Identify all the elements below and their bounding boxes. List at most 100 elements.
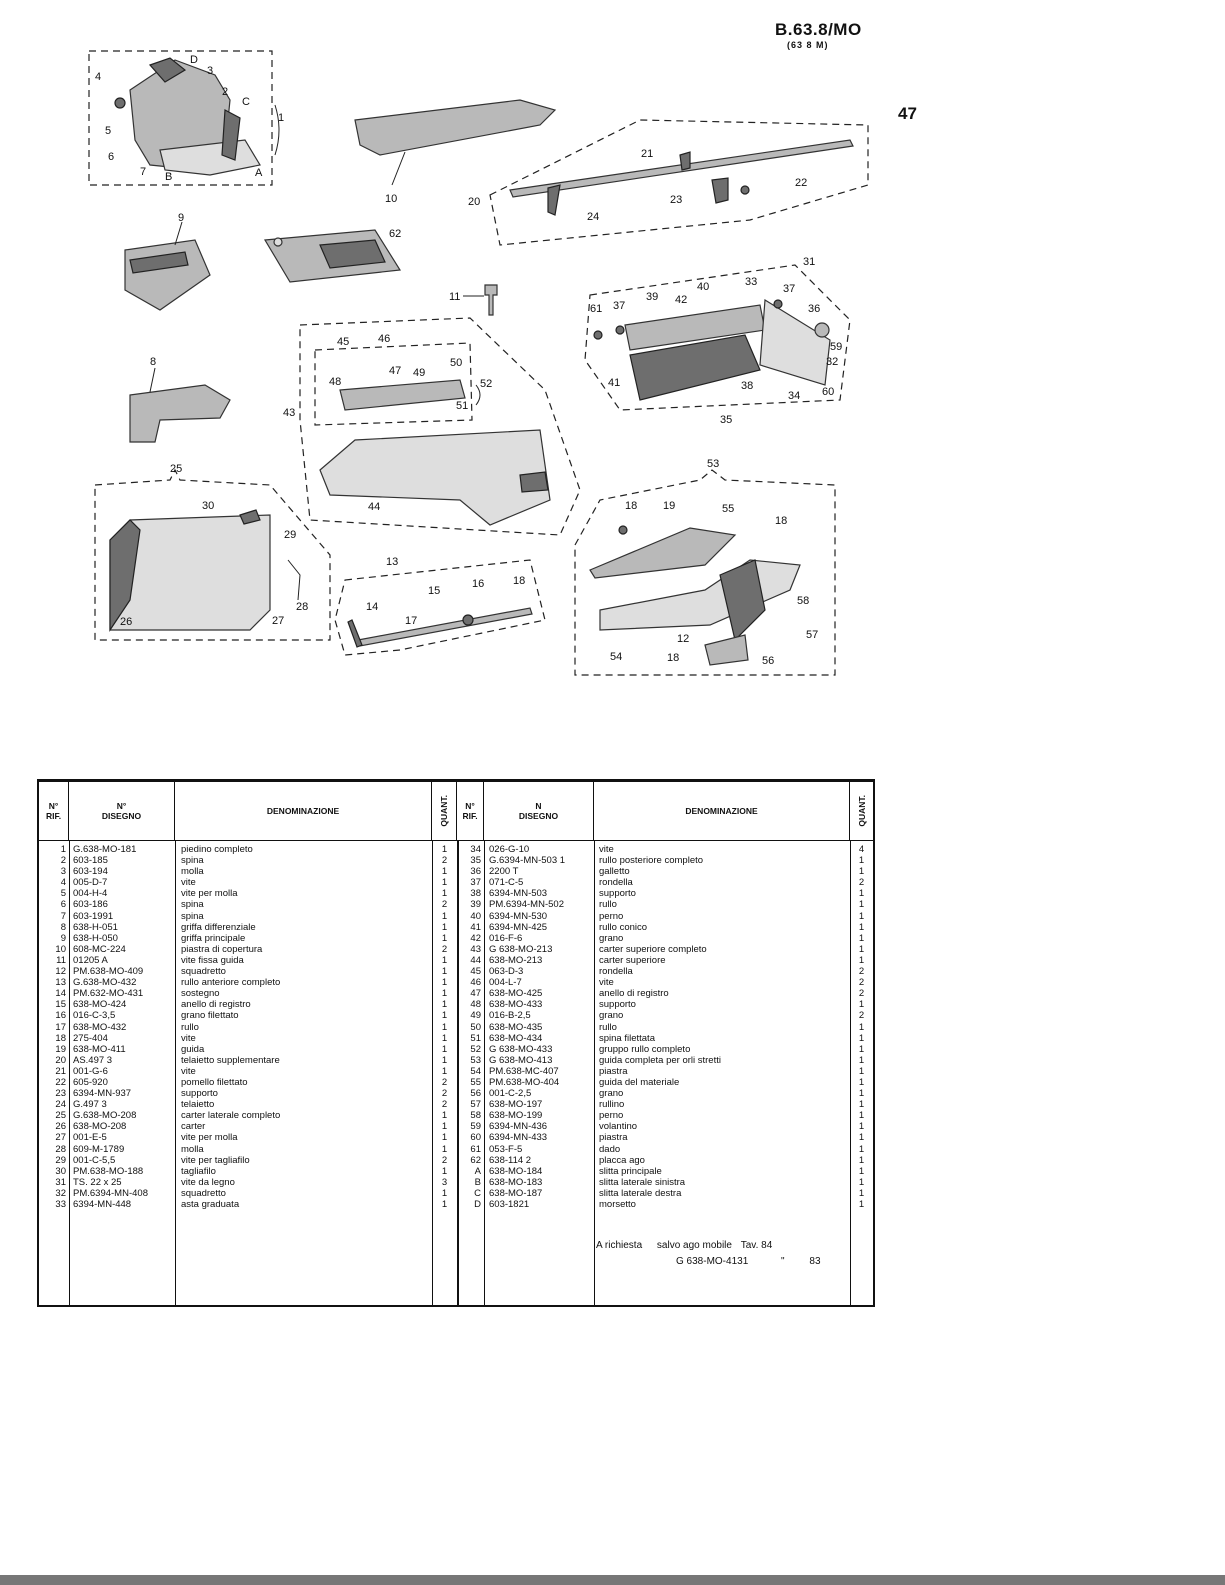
table-cell: 1 <box>858 921 865 933</box>
table-cell: 1 <box>858 1032 865 1044</box>
callout-label: 62 <box>389 228 401 240</box>
callout-label: 47 <box>389 365 401 377</box>
table-cell: PM.638-MO-404 <box>489 1076 560 1088</box>
table-cell: 1 <box>858 899 865 911</box>
table-cell: 1 <box>441 1187 448 1199</box>
table-cell: 13 <box>55 977 66 989</box>
table-cell: 638-MO-435 <box>489 1021 543 1033</box>
scan-edge <box>0 1575 1225 1585</box>
table-cell: spina filettata <box>599 1032 655 1044</box>
part-9-feed-dog <box>124 221 211 311</box>
table-cell: spina <box>181 855 204 867</box>
table-cell: vite <box>181 1065 196 1077</box>
callout-label: 28 <box>296 601 308 613</box>
header-disegno-2: N DISEGNO <box>484 782 594 840</box>
callout-label: 9 <box>178 212 184 224</box>
table-cell: grano <box>599 1010 624 1022</box>
table-cell: 638-MO-424 <box>73 999 127 1011</box>
header-disegno: N° DISEGNO <box>69 782 175 840</box>
table-cell: 1 <box>858 999 865 1011</box>
callout-label: 59 <box>830 341 842 353</box>
rod-group-20 <box>489 119 869 246</box>
table-cell: tagliafilo <box>181 1165 216 1177</box>
callout-label: 50 <box>450 357 462 369</box>
table-cell: 1 <box>60 844 66 855</box>
table-cell: 1 <box>858 855 865 867</box>
table-cell: rullo conico <box>599 921 648 933</box>
table-cell: 1 <box>441 866 448 878</box>
table-cell: 638-H-051 <box>73 921 118 933</box>
callout-label: 48 <box>329 376 341 388</box>
table-cell: 01205 A <box>73 954 108 966</box>
table-cell: 2 <box>858 966 865 978</box>
table-cell: 1 <box>441 921 448 933</box>
callout-label: 23 <box>670 194 682 206</box>
table-cell: 603-1821 <box>489 1199 530 1210</box>
table-cell: 53 <box>470 1054 481 1066</box>
callout-label: 37 <box>613 300 625 312</box>
callout-label: 55 <box>722 503 734 515</box>
table-cell: TS. 22 x 25 <box>73 1176 122 1188</box>
table-cell: 3 <box>441 1176 448 1188</box>
table-cell: 004-H-4 <box>73 888 108 900</box>
footnote-line-1: A richiesta salvo ago mobile Tav. 84 <box>596 1238 821 1254</box>
table-cell: G.638-MO-181 <box>73 844 137 855</box>
table-cell: PM.638-MO-409 <box>73 966 144 978</box>
callout-label: 2 <box>222 86 228 98</box>
parts-table: N° RIF. N° DISEGNO DENOMINAZIONE QUANT. … <box>37 779 875 1307</box>
table-cell: 1 <box>858 1121 865 1133</box>
table-cell: vite <box>181 877 196 889</box>
table-cell: 2 <box>441 1099 448 1111</box>
table-cell: piedino completo <box>181 844 253 855</box>
table-cell: 1 <box>441 1065 448 1077</box>
callout-label: 57 <box>806 629 818 641</box>
table-cell: 57 <box>470 1099 481 1111</box>
table-cell: 638-H-050 <box>73 932 118 944</box>
table-cell: 1 <box>441 1132 448 1144</box>
callout-label: 34 <box>788 390 800 402</box>
table-cell: G.497 3 <box>73 1099 107 1111</box>
table-cell: 6394-MN-448 <box>73 1199 132 1210</box>
footnote-note: salvo ago mobile <box>656 1240 732 1251</box>
table-cell: 638-MO-213 <box>489 954 543 966</box>
table-cell: 15 <box>55 999 66 1011</box>
table-cell: 7 <box>60 910 66 922</box>
table-cell: 1 <box>858 1099 865 1111</box>
callout-label: 61 <box>590 303 602 315</box>
table-cell: piastra <box>599 1132 628 1144</box>
table-cell: 1 <box>858 910 865 922</box>
callout-label: 43 <box>283 407 295 419</box>
table-cell: 6394-MN-436 <box>489 1121 548 1133</box>
part-62-needle-plate <box>263 229 402 283</box>
table-cell: 48 <box>470 999 481 1011</box>
callout-label: 49 <box>413 367 425 379</box>
table-cell: 1 <box>858 943 865 955</box>
callout-label: 58 <box>797 595 809 607</box>
table-cell: spina <box>181 899 204 911</box>
table-cell: 638-MO-183 <box>489 1176 543 1188</box>
table-cell: 2 <box>441 1088 448 1100</box>
table-cell: anello di registro <box>181 999 251 1011</box>
callout-label: 7 <box>140 166 146 178</box>
callout-label: 24 <box>587 211 599 223</box>
table-cell: 55 <box>470 1076 481 1088</box>
table-cell: 3 <box>60 866 66 878</box>
table-cell: G 638-MO-213 <box>489 943 553 955</box>
table-cell: 40 <box>470 910 481 922</box>
callout-label: 26 <box>120 616 132 628</box>
callout-label: 30 <box>202 500 214 512</box>
table-cell: 275-404 <box>73 1032 108 1044</box>
callout-label: 20 <box>468 196 480 208</box>
table-cell: 39 <box>470 899 481 911</box>
table-cell: 51 <box>470 1032 481 1044</box>
table-cell: 17 <box>55 1021 66 1033</box>
table-cell: anello di registro <box>599 988 669 1000</box>
table-cell: guida completa per orli stretti <box>599 1054 721 1066</box>
table-cell: vite <box>599 844 614 855</box>
callout-label: 17 <box>405 615 417 627</box>
upper-carter-group-43 <box>299 317 581 536</box>
header-quant-2: QUANT. <box>850 782 873 840</box>
table-cell: 24 <box>55 1099 66 1111</box>
